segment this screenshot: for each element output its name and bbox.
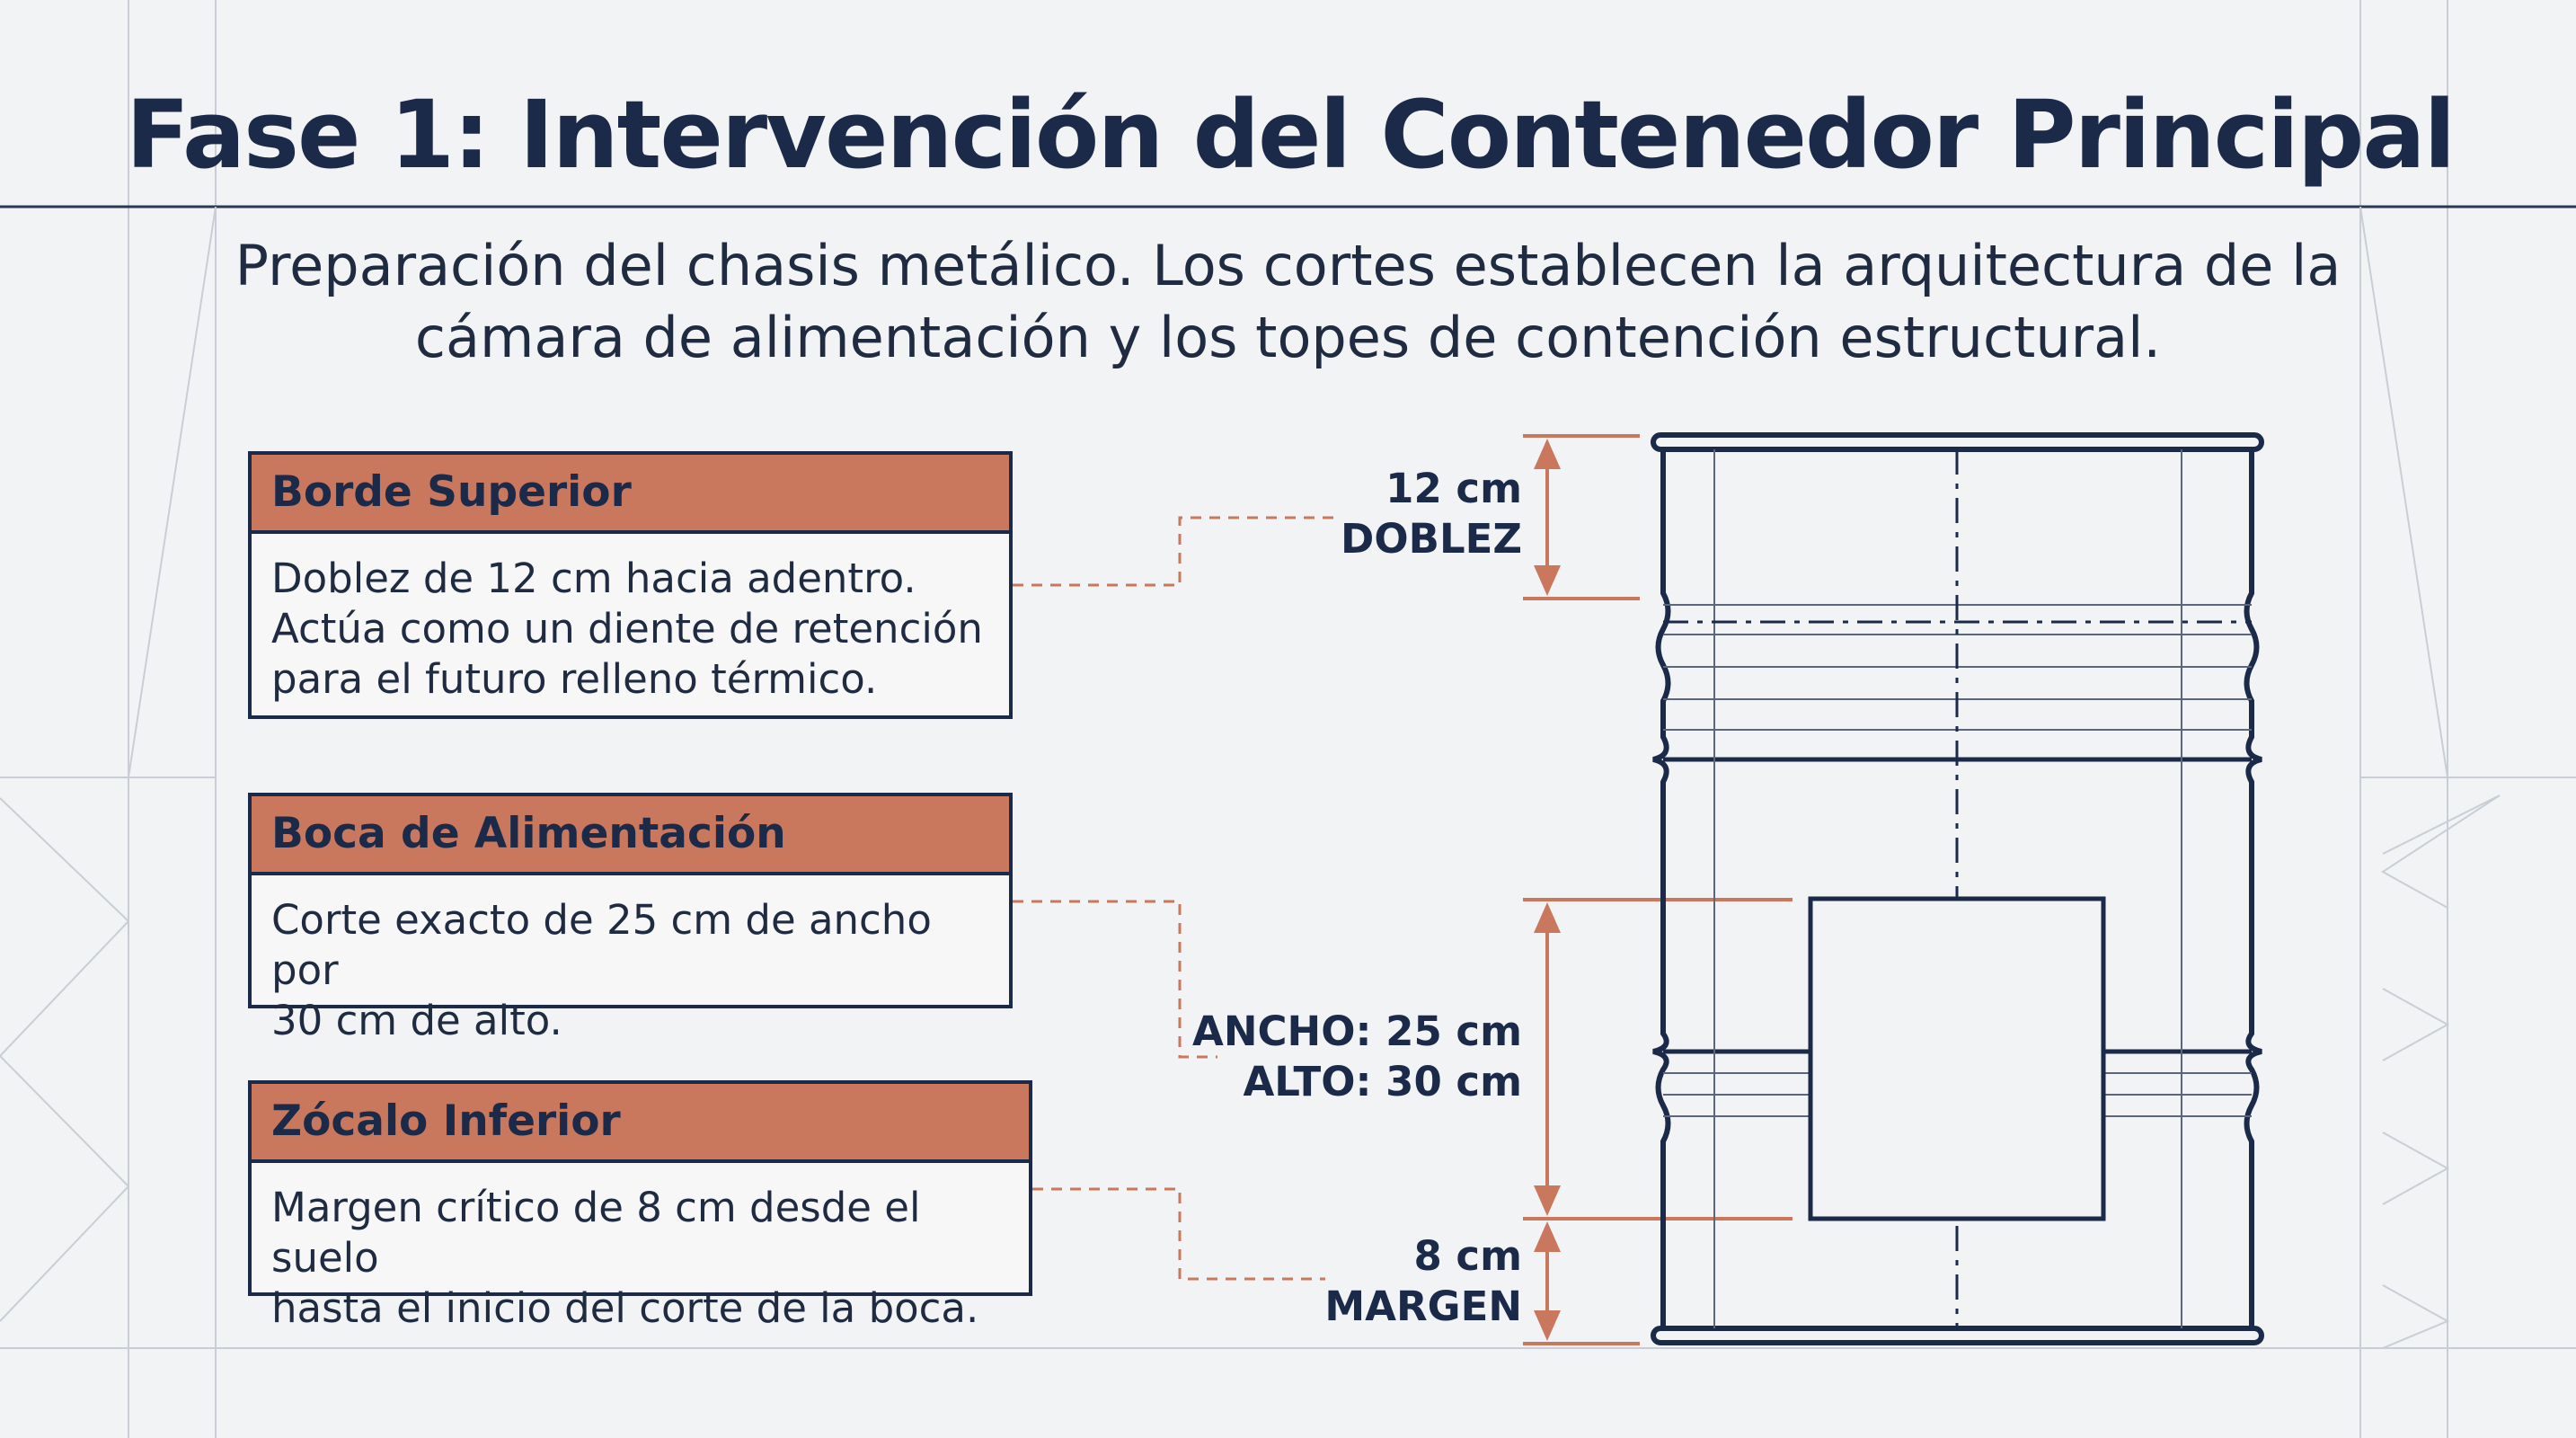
- card-line: Margen crítico de 8 cm desde el suelo: [271, 1184, 921, 1282]
- leader-line-opening: [1013, 900, 1217, 1059]
- card-feed-opening: Boca de Alimentación Corte exacto de 25 …: [248, 793, 1013, 1044]
- subtitle-line: cámara de alimentación y los topes de co…: [414, 305, 2162, 370]
- card-body: Margen crítico de 8 cm desde el suelo ha…: [252, 1163, 1029, 1334]
- dimension-label-opening: ANCHO: 25 cm ALTO: 30 cm: [1168, 1007, 1522, 1107]
- dimension-caption: MARGEN: [1324, 1283, 1522, 1330]
- arrow-up-icon: [1534, 439, 1561, 469]
- card-heading: Boca de Alimentación: [252, 796, 1009, 875]
- leader-line-margin: [1032, 1187, 1325, 1281]
- arrow-up-icon: [1534, 902, 1561, 933]
- dimension-label-fold: 12 cm DOBLEZ: [1258, 464, 1522, 564]
- card-line: Doblez de 12 cm hacia adentro.: [271, 555, 916, 602]
- arrow-up-icon: [1534, 1221, 1561, 1252]
- card-bottom-plinth: Zócalo Inferior Margen crítico de 8 cm d…: [248, 1080, 1032, 1332]
- arrow-down-icon: [1534, 1310, 1561, 1341]
- dimension-value: 8 cm: [1413, 1232, 1522, 1280]
- dimension-lines: [1523, 434, 1793, 1345]
- card-line: Corte exacto de 25 cm de ancho por: [271, 896, 932, 994]
- leader-lines: [1013, 516, 1334, 1281]
- dimension-height: ALTO: 30 cm: [1243, 1058, 1522, 1105]
- card-line: hasta el inicio del corte de la boca.: [271, 1284, 979, 1332]
- arrow-down-icon: [1534, 565, 1561, 596]
- card-line: 30 cm de alto.: [271, 997, 562, 1044]
- leader-line-fold: [1013, 516, 1334, 587]
- arrow-down-icon: [1534, 1185, 1561, 1216]
- dimension-caption: DOBLEZ: [1341, 515, 1522, 563]
- subtitle-line: Preparación del chasis metálico. Los cor…: [235, 233, 2341, 298]
- feed-opening-cutout: [1808, 896, 2106, 1221]
- page-title: Fase 1: Intervención del Contenedor Prin…: [126, 80, 2456, 190]
- card-heading: Zócalo Inferior: [252, 1084, 1029, 1163]
- card-body: Doblez de 12 cm hacia adentro. Actúa com…: [252, 534, 1009, 705]
- dimension-width: ANCHO: 25 cm: [1192, 1007, 1522, 1055]
- dimension-label-margin: 8 cm MARGEN: [1258, 1231, 1522, 1332]
- card-line: Actúa como un diente de retención: [271, 605, 983, 652]
- card-top-rim: Borde Superior Doblez de 12 cm hacia ade…: [248, 451, 1013, 719]
- page-subtitle: Preparación del chasis metálico. Los cor…: [234, 230, 2342, 374]
- dimension-value: 12 cm: [1385, 465, 1522, 512]
- card-heading: Borde Superior: [252, 455, 1009, 534]
- card-body: Corte exacto de 25 cm de ancho por 30 cm…: [252, 875, 1009, 1046]
- card-line: para el futuro relleno térmico.: [271, 655, 878, 703]
- drum-outline: [1651, 432, 2264, 1345]
